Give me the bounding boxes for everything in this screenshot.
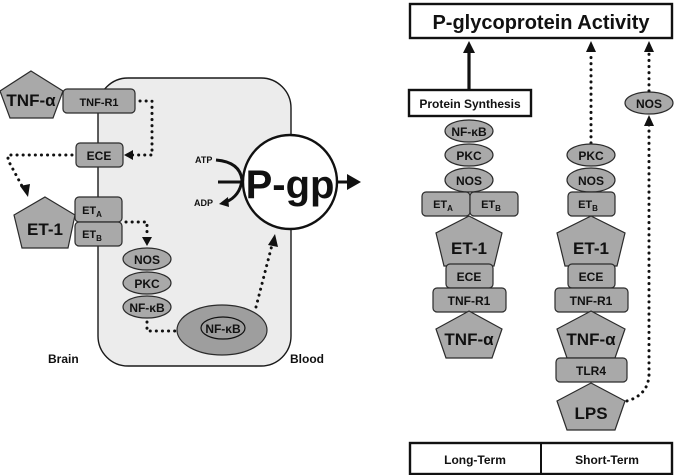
lt-etb-main: ET: [481, 199, 495, 211]
lt-tnf-alpha-label: TNF-α: [444, 330, 494, 349]
lt-etb-sub: B: [495, 204, 501, 213]
arrowhead-activity-nos: [644, 41, 654, 52]
arrowhead-et1: [20, 184, 30, 197]
st-nos-branch-label: NOS: [636, 97, 662, 111]
etb-receptor: [74, 221, 123, 247]
brain-label: Brain: [48, 352, 79, 366]
lt-pkc: [444, 143, 494, 167]
pgp-label: P-gp: [246, 163, 335, 207]
arrowhead-activity-long: [463, 41, 475, 53]
protein-synthesis-box: [407, 88, 533, 118]
et1-ligand: [13, 196, 76, 249]
st-etb-sub: B: [592, 204, 598, 213]
st-tlr4-label: TLR4: [576, 364, 606, 378]
tnf-alpha-label: TNF-α: [6, 91, 56, 110]
arrowhead-nos: [142, 237, 152, 246]
arrow-etb-to-nos: [124, 220, 149, 238]
st-tlr4: [555, 357, 628, 383]
arrow-tnfr1-to-ece: [130, 99, 154, 157]
arrowhead-ece: [124, 150, 133, 160]
nfkb-label: NF-κB: [129, 301, 165, 315]
right-panel: P-glycoprotein Activity Protein Synthesi…: [407, 2, 674, 475]
adp-label: ADP: [194, 198, 213, 208]
st-et1-label: ET-1: [573, 239, 609, 258]
lt-nfkb: [444, 119, 494, 143]
pkc-label: PKC: [134, 277, 160, 291]
arrowhead-nos-branch: [644, 115, 654, 126]
st-pkc: [566, 143, 616, 167]
etb-main: ET: [82, 229, 96, 241]
eta-main: ET: [82, 205, 96, 217]
blood-label: Blood: [290, 352, 324, 366]
lt-nos: [444, 167, 494, 193]
lt-eta-sub: A: [447, 204, 453, 213]
st-etb-main: ET: [578, 199, 592, 211]
etb-label: ETB: [82, 229, 102, 243]
lt-nfkb-label: NF-κB: [451, 125, 487, 139]
eta-sub: A: [96, 210, 102, 219]
atp-label: ATP: [195, 155, 212, 165]
short-term-pathway: PKC NOS ETB ET-1 ECE TNF-R1 TNF-α TLR4 L…: [554, 41, 674, 431]
lt-pkc-label: PKC: [456, 149, 482, 163]
pkc-enzyme: [122, 271, 172, 295]
short-term-label: Short-Term: [575, 453, 639, 467]
st-lps-label: LPS: [574, 404, 607, 423]
st-tnf-alpha-label: TNF-α: [566, 330, 616, 349]
nfkb-factor: [122, 295, 172, 319]
lt-et1-label: ET-1: [451, 239, 487, 258]
lt-eta-main: ET: [433, 199, 447, 211]
st-nos-label: NOS: [578, 174, 604, 188]
efflux-arrowhead: [347, 174, 361, 190]
pgp-activity-box: [408, 2, 674, 40]
nuclear-nfkb: [200, 316, 246, 340]
arrowhead-adp: [219, 197, 229, 207]
st-ece-label: ECE: [579, 270, 604, 284]
arrowhead-activity-short: [586, 41, 596, 52]
nuclear-nfkb-label: NF-κB: [205, 322, 241, 336]
lt-etb-label: ETB: [481, 199, 501, 213]
arrow-ece-to-et1: [6, 153, 74, 188]
nos-enzyme: [122, 247, 172, 271]
lt-tnfr1-label: TNF-R1: [448, 294, 491, 308]
st-etb-label: ETB: [578, 199, 598, 213]
st-lps-ligand: [556, 382, 626, 431]
etb-sub: B: [96, 234, 102, 243]
st-pkc-label: PKC: [578, 149, 604, 163]
lt-tnf-alpha-ligand: [435, 310, 503, 359]
arrow-nucleus-to-pgp: [254, 243, 274, 309]
lt-ece-label: ECE: [457, 270, 482, 284]
tnf-r1-label: TNF-R1: [79, 97, 118, 109]
left-panel: Brain Blood TNF-α TNF-R1 ECE ET-1 ETA ET…: [0, 70, 361, 367]
tnf-alpha-ligand: [0, 70, 64, 119]
protein-synthesis-label: Protein Synthesis: [419, 97, 521, 111]
lt-eta-label: ETA: [433, 199, 453, 213]
et1-label: ET-1: [27, 220, 63, 239]
pgp-activity-title: P-glycoprotein Activity: [432, 12, 650, 34]
ece-enzyme: [75, 142, 124, 168]
st-tnfr1-label: TNF-R1: [570, 294, 613, 308]
arrow-lps-to-nos: [625, 123, 651, 403]
long-term-pathway: NF-κB PKC NOS ETA ETB ET-1 ECE TNF-R1 TN…: [421, 119, 519, 359]
lt-nos-label: NOS: [456, 174, 482, 188]
arrowhead-pgp: [268, 234, 278, 247]
eta-label: ETA: [82, 205, 102, 219]
nos-label: NOS: [134, 253, 160, 267]
tnf-r1-receptor: [62, 88, 136, 114]
ece-label: ECE: [87, 149, 112, 163]
long-term-label: Long-Term: [444, 453, 506, 467]
arrow-nfkb-to-nucleus: [145, 320, 190, 333]
lt-etb-receptor: [469, 191, 519, 217]
